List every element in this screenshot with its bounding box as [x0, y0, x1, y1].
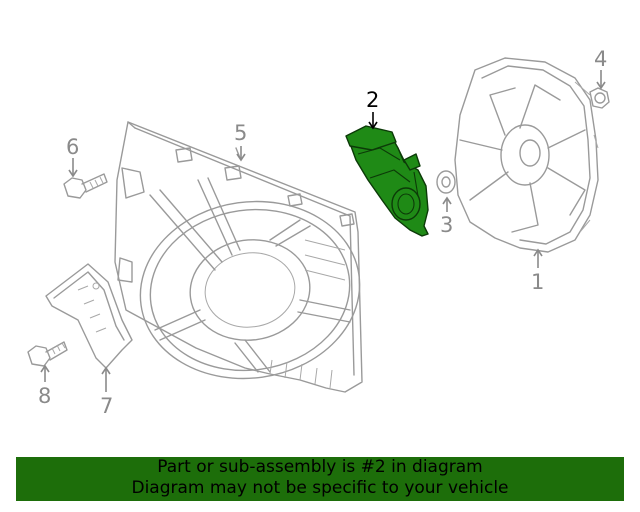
info-banner: Part or sub-assembly is #2 in diagram Di…: [16, 457, 624, 501]
bolt-part-8[interactable]: [27, 341, 68, 367]
fan-shroud-part-5[interactable]: [114, 121, 371, 393]
parts-diagram: 1 2 3 4 5 6 7 8: [27, 47, 610, 418]
banner-line-2: Diagram may not be specific to your vehi…: [131, 478, 509, 498]
callout-8[interactable]: 8: [38, 384, 51, 408]
nut-part-4[interactable]: [589, 87, 610, 109]
callout-7[interactable]: 7: [100, 394, 113, 418]
washer-part-3[interactable]: [436, 170, 456, 194]
bracket-part-7[interactable]: [45, 263, 133, 369]
banner-line-1: Part or sub-assembly is #2 in diagram: [157, 457, 483, 477]
callout-3[interactable]: 3: [440, 213, 453, 237]
fan-part-1[interactable]: [454, 57, 599, 253]
callout-6[interactable]: 6: [66, 135, 79, 159]
callouts: 1 2 3 4 5 6 7 8: [38, 47, 607, 418]
callout-1[interactable]: 1: [531, 270, 544, 294]
callout-4[interactable]: 4: [594, 47, 607, 71]
callout-2[interactable]: 2: [366, 88, 379, 112]
bolt-part-6[interactable]: [63, 173, 108, 199]
fan-motor-part-2[interactable]: [345, 125, 429, 237]
leader-lines: [40, 70, 606, 392]
callout-5[interactable]: 5: [234, 121, 247, 145]
